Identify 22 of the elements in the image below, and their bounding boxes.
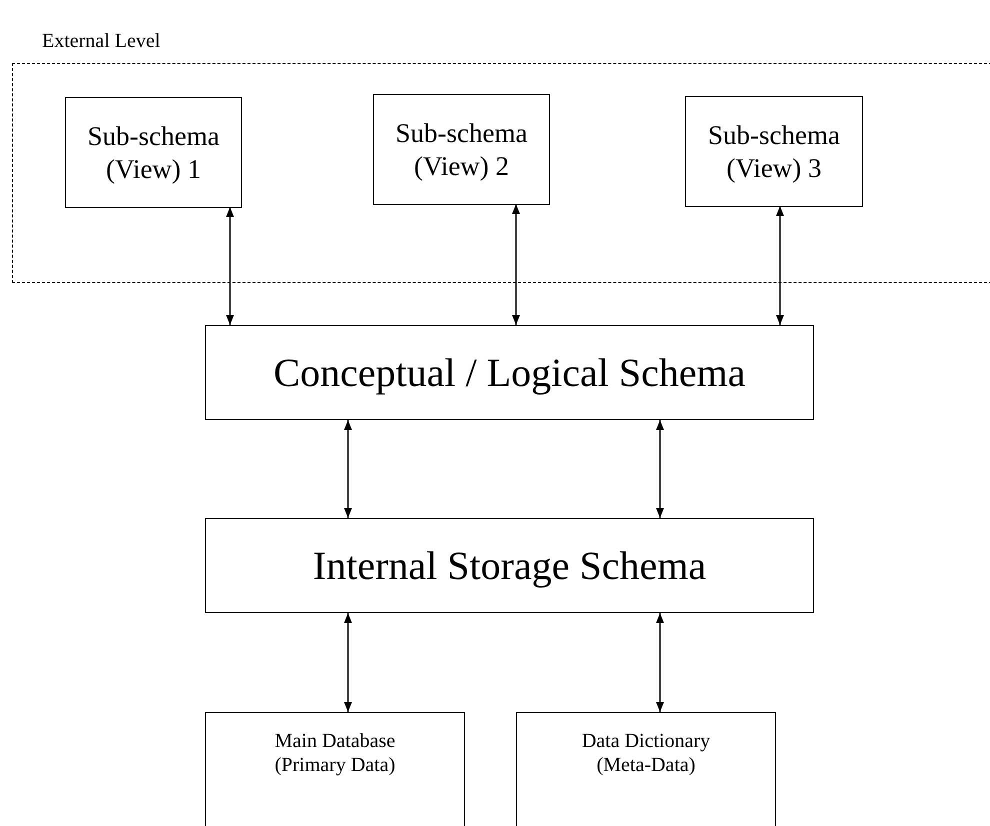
double-arrow	[344, 420, 352, 518]
double-arrow	[226, 207, 234, 325]
schema-box	[65, 97, 242, 208]
box-label: Conceptual / Logical Schema	[273, 348, 746, 396]
double-arrow	[656, 420, 664, 518]
schema-box	[685, 96, 863, 207]
region-heading: External Level	[42, 30, 160, 53]
double-arrow	[512, 204, 520, 325]
schema-box	[205, 518, 814, 613]
box-label: Data Dictionary (Meta-Data)	[580, 729, 712, 777]
schema-box	[205, 712, 465, 826]
box-label: Sub-schema (View) 1	[86, 120, 220, 185]
schema-box	[516, 712, 776, 826]
box-label: Sub-schema (View) 2	[394, 117, 528, 182]
box-label: Main Database (Primary Data)	[274, 729, 396, 777]
box-label: Internal Storage Schema	[312, 542, 706, 590]
double-arrow	[776, 206, 784, 325]
box-label: Sub-schema (View) 3	[707, 119, 841, 184]
schema-box	[205, 325, 814, 420]
double-arrow	[344, 613, 352, 712]
double-arrow	[656, 613, 664, 712]
schema-box	[373, 94, 550, 205]
